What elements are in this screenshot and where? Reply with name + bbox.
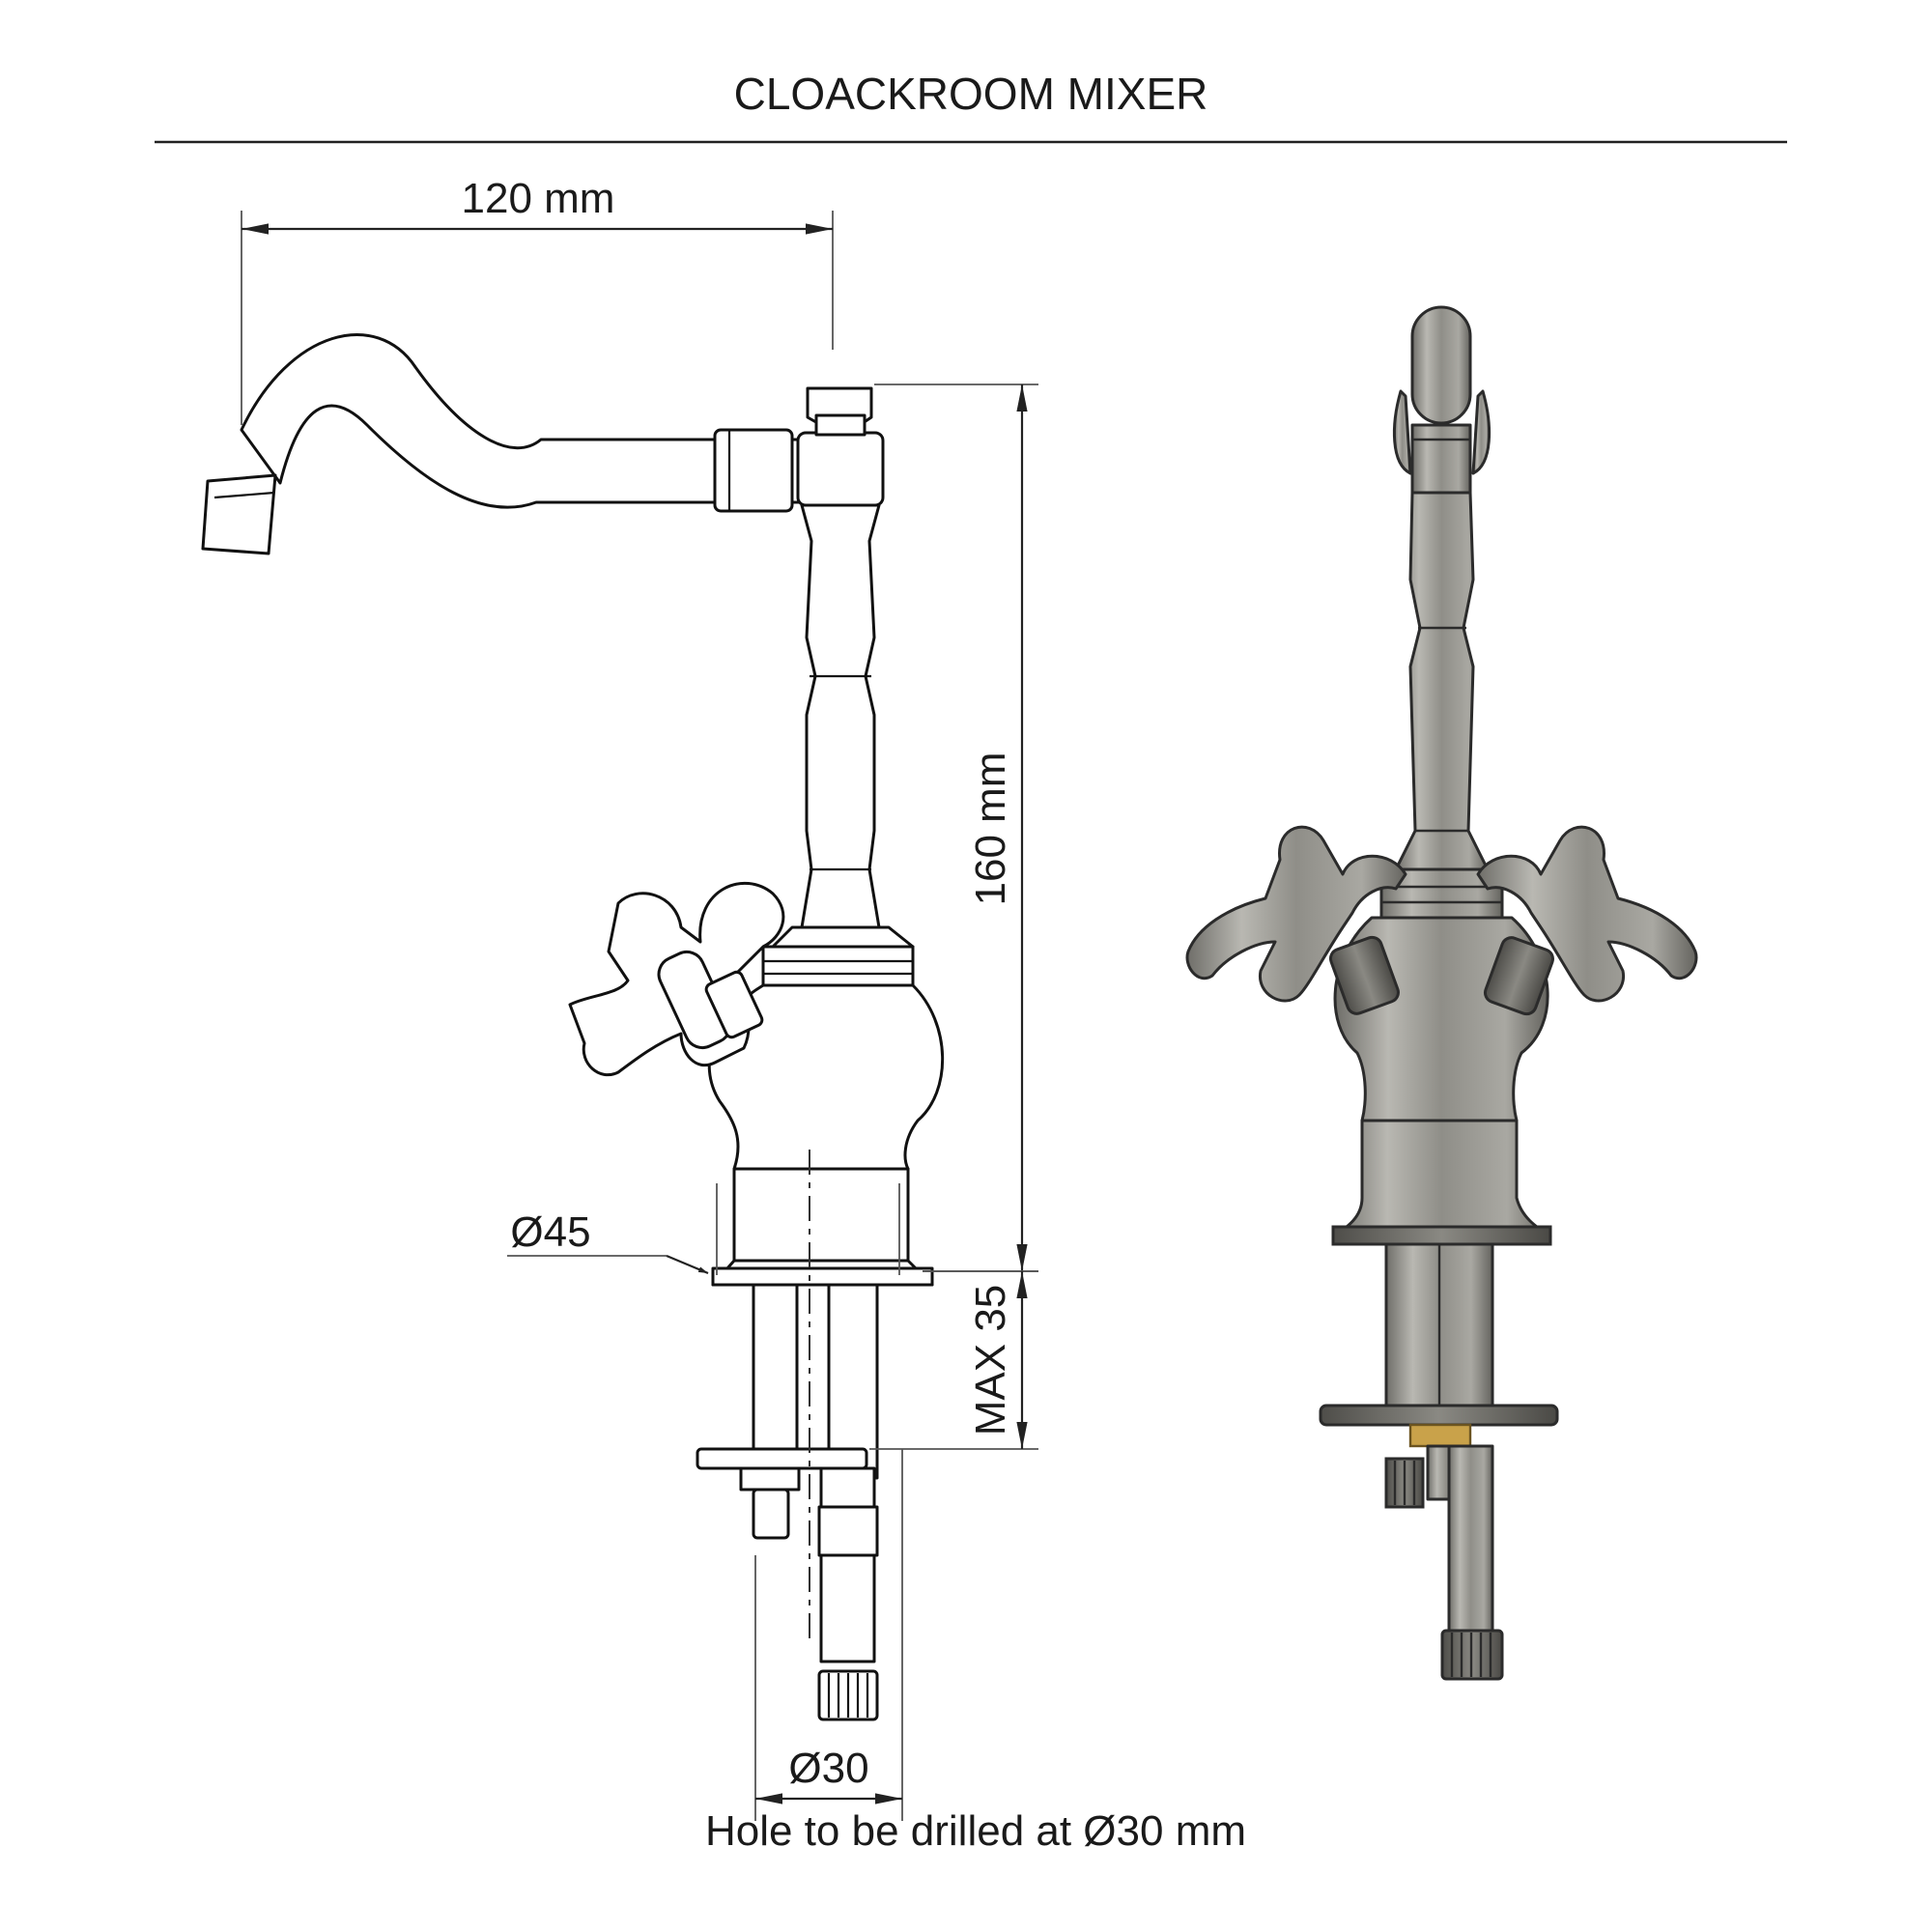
- page-title: CLOACKROOM MIXER: [734, 69, 1208, 119]
- front-view-render: [1185, 305, 1698, 1681]
- dimension-base-diameter: Ø45: [507, 1183, 900, 1275]
- dimension-label-spout-reach: 120 mm: [462, 175, 615, 222]
- dimension-hole-diameter: Ø30: [754, 1449, 903, 1821]
- dimension-max-thickness: MAX 35: [869, 1270, 1038, 1450]
- dimension-label-hole-diameter: Ø30: [788, 1745, 868, 1792]
- drilling-note: Hole to be drilled at Ø30 mm: [705, 1807, 1246, 1855]
- dimension-label-base-diameter: Ø45: [510, 1208, 590, 1256]
- dimension-label-max-thickness: MAX 35: [967, 1285, 1014, 1436]
- dimension-height: 160 mm: [874, 384, 1038, 1272]
- dimension-spout-reach: 120 mm: [241, 175, 834, 425]
- dimension-label-height: 160 mm: [967, 753, 1014, 906]
- side-view-drawing: [201, 333, 945, 1721]
